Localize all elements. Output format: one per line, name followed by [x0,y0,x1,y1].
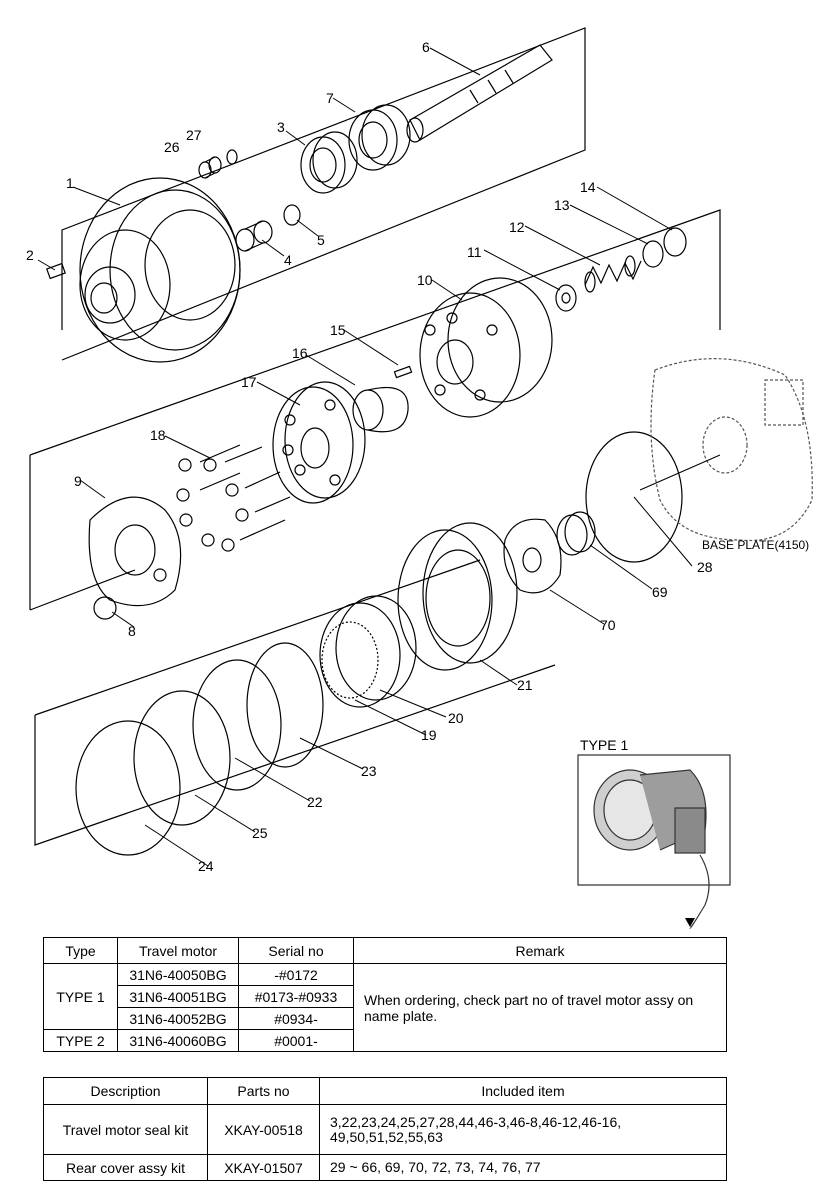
callout-7: 7 [326,90,334,106]
table-cell: 31N6-40060BG [117,1029,239,1052]
kit-table-header-description: Description [43,1077,208,1105]
type-table-type2: TYPE 2 [43,1029,118,1052]
group-frame-bottom [34,664,556,846]
part-23-o-ring [246,642,324,768]
part-18-piston-set [176,444,291,552]
part-12-spring [584,255,642,293]
part-70-valve-plate [503,518,562,594]
travel-motor-photo [593,769,710,929]
kit-table-header-parts-no: Parts no [207,1077,320,1105]
callout-16: 16 [292,345,308,361]
exploded-parts-diagram: 1 2 3 4 5 6 7 8 9 10 11 12 13 14 15 16 1… [26,27,813,929]
type-table-header-serial: Serial no [238,937,354,964]
group-frame-middle [29,209,721,456]
callout-25: 25 [252,825,268,841]
callout-19: 19 [421,727,437,743]
part-11-washer [555,284,577,312]
callout-20: 20 [448,710,464,726]
part-17-retainer-plate [272,381,366,504]
callout-5: 5 [317,232,325,248]
callout-28: 28 [697,559,713,575]
part-25-o-ring [133,690,231,826]
table-cell: 29 ~ 66, 69, 70, 72, 73, 74, 76, 77 [319,1154,727,1181]
callout-69: 69 [652,584,668,600]
table-cell: XKAY-00518 [207,1104,320,1155]
part-4-bushing [235,220,273,252]
callout-15: 15 [330,322,346,338]
table-cell: #0001- [238,1029,354,1052]
table-cell: 31N6-40050BG [117,963,239,986]
table-cell: 3,22,23,24,25,27,28,44,46-3,46-8,46-12,4… [319,1104,727,1155]
callout-4: 4 [284,252,292,268]
table-cell: #0934- [238,1007,354,1030]
callout-17: 17 [241,374,257,390]
part-2-plug [46,262,66,280]
part-20-piston [319,595,417,708]
callout-26: 26 [164,139,180,155]
part-27-o-ring [226,149,238,165]
type-table: Type Travel motor Serial no Remark TYPE … [43,937,727,1052]
callout-11: 11 [467,244,482,260]
callout-22: 22 [307,794,323,810]
callout-24: 24 [198,858,214,874]
callout-14: 14 [580,179,596,195]
callout-2: 2 [26,247,34,263]
table-cell: Rear cover assy kit [43,1154,208,1181]
type-table-header-type: Type [43,937,118,964]
callout-8: 8 [128,623,136,639]
part-21-cover [397,522,518,671]
part-1-housing [79,177,241,363]
part-5-o-ring [283,204,301,226]
callout-3: 3 [277,119,285,135]
base-plate-label: BASE PLATE(4150) [702,538,809,552]
part-19-spring [321,621,379,699]
part-22-o-ring [192,659,282,791]
table-cell: -#0172 [238,963,354,986]
callout-12: 12 [509,219,525,235]
inset-frame [577,754,731,886]
callout-6: 6 [422,39,430,55]
part-3-bearing [300,131,358,194]
table-cell: XKAY-01507 [207,1154,320,1181]
part-13-washer [642,240,664,268]
table-cell: 31N6-40052BG [117,1007,239,1030]
arrow-down-icon [685,918,695,927]
part-16-spherical-bushing [352,386,409,433]
type-table-type1: TYPE 1 [43,963,118,1030]
callout-1: 1 [66,175,74,191]
callout-9: 9 [74,473,82,489]
part-14-snap-ring [663,227,687,257]
part-15-pin [393,365,413,379]
part-6-shaft [406,44,553,143]
part-26-pin [198,156,222,179]
callout-27: 27 [186,127,202,143]
callout-21: 21 [517,677,533,693]
type-table-header-motor: Travel motor [117,937,239,964]
table-cell: Travel motor seal kit [43,1104,208,1155]
table-cell: #0173-#0933 [238,985,354,1008]
callout-18: 18 [150,427,166,443]
part-7-bearing [348,104,411,171]
part-10-cylinder-block [419,277,553,418]
table-cell: 31N6-40051BG [117,985,239,1008]
part-28-o-ring [585,431,683,563]
callout-70: 70 [600,617,616,633]
callout-10: 10 [417,272,433,288]
inset-title: TYPE 1 [580,737,628,753]
kit-table: Description Parts no Included item Trave… [43,1077,727,1181]
part-9-swash-plate [88,496,182,607]
group-frame-top [61,27,586,361]
part-24-o-ring [75,720,181,856]
base-plate-outline [650,358,813,542]
part-8-ball [93,596,117,620]
callout-23: 23 [361,763,377,779]
kit-table-header-included: Included item [319,1077,727,1105]
type-table-header-remark: Remark [353,937,727,964]
type-table-remark: When ordering, check part no of travel m… [353,963,727,1052]
part-69-bearing [556,511,596,556]
callout-13: 13 [554,197,570,213]
